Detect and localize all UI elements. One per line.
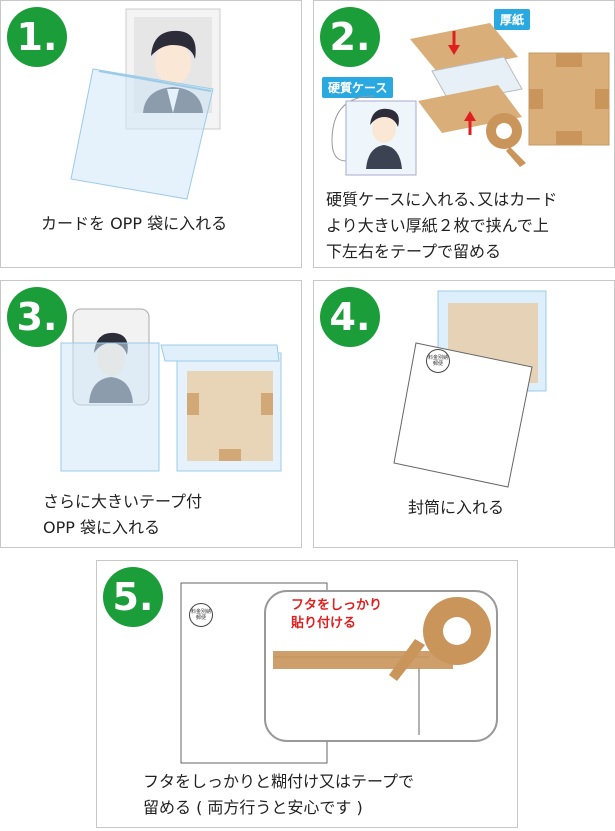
step-5-panel: 5. 料金別納 郵便 フタをしっかり 貼り付ける フタをしっかりと糊付け又はテー…	[96, 560, 518, 828]
step-4-panel: 4. 料金別納 郵便 封筒に入れる	[313, 280, 615, 548]
step-2-caption: 硬質ケースに入れる､又はカード より大きい厚紙２枚で挟んで上 下左右をテープで留…	[326, 190, 558, 261]
step-badge: 4.	[320, 287, 380, 347]
seal-envelope-illustration	[180, 582, 498, 764]
postage-stamp-mark: 料金別納 郵便	[426, 349, 450, 373]
step-3-caption: さらに大きいテープ付 OPP 袋に入れる	[43, 492, 203, 537]
larger-opp-bag-illustration	[60, 308, 282, 472]
step-1-caption: カードを OPP 袋に入れる	[41, 214, 228, 233]
step-badge: 1.	[7, 7, 67, 67]
postage-stamp-mark: 料金別納 郵便	[189, 603, 213, 627]
step-3-panel: 3. さらに大きいテープ付 OPP 袋に入れる	[0, 280, 302, 548]
card-in-opp-bag-illustration	[70, 8, 221, 200]
step-2-panel: 2. 厚紙 硬質ケース 硬質ケースに入れる､又はカード より大きい厚紙２枚で挟ん…	[313, 0, 615, 268]
step-4-caption: 封筒に入れる	[408, 498, 505, 517]
envelope-illustration	[393, 290, 547, 488]
step-badge: 5.	[103, 567, 163, 627]
step-badge: 3.	[7, 287, 67, 347]
step-5-caption: フタをしっかりと糊付け又はテープで 留める ( 両方行うと安心です )	[143, 772, 415, 817]
seal-callout-text: フタをしっかり 貼り付ける	[291, 598, 383, 631]
step-1-panel: 1. カードを OPP 袋に入れる	[0, 0, 302, 268]
step-badge: 2.	[320, 7, 380, 67]
cardboard-tag: 厚紙	[494, 9, 531, 30]
hard-case-tag: 硬質ケース	[322, 77, 394, 98]
hard-case-and-cardboard-illustration	[331, 23, 610, 176]
